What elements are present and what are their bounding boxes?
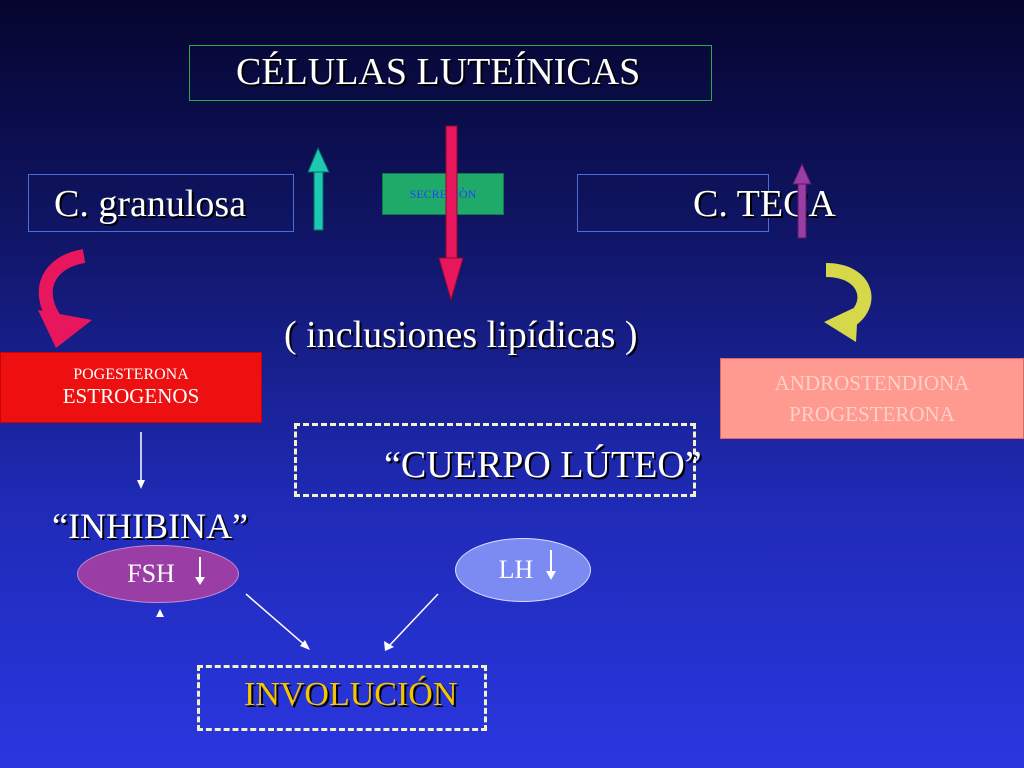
teca-label: C. TECA bbox=[693, 183, 836, 225]
estrogenos-text: ESTROGENOS bbox=[62, 384, 200, 408]
title-box bbox=[189, 45, 712, 101]
inclusiones-text: ( inclusiones lipídicas ) bbox=[284, 314, 638, 356]
estrogenos-down-arrow bbox=[137, 432, 145, 489]
purple-up-arrow bbox=[792, 162, 812, 239]
secrecion-label: SECRECIÒN bbox=[382, 173, 504, 215]
secrecion-down-arrow bbox=[438, 125, 464, 302]
granulosa-label: C. granulosa bbox=[54, 183, 247, 225]
fsh-down-arrow bbox=[195, 557, 205, 585]
teca-products-box: ANDROSTENDIONA PROGESTERONA bbox=[720, 358, 1024, 439]
granulosa-box bbox=[28, 174, 294, 232]
lh-to-involucion-arrow bbox=[384, 593, 439, 651]
teal-up-arrow bbox=[307, 146, 330, 231]
involucion-text: INVOLUCIÓN bbox=[244, 676, 458, 713]
fsh-to-involucion-arrow bbox=[245, 593, 310, 650]
progesterona-text: POGESTERONA bbox=[73, 366, 189, 383]
granulosa-products-box: POGESTERONA ESTROGENOS bbox=[0, 352, 262, 423]
fsh-small-up-arrow bbox=[156, 609, 164, 617]
lh-ellipse: LH bbox=[455, 538, 591, 602]
granulosa-curved-arrow bbox=[38, 249, 92, 348]
diagram-title: CÉLULAS LUTEÍNICAS bbox=[236, 51, 641, 93]
lh-label: LH bbox=[498, 555, 534, 584]
lh-down-arrow bbox=[546, 550, 556, 580]
inhibina-text: “INHIBINA” bbox=[52, 506, 248, 546]
progesterona-teca-text: PROGESTERONA bbox=[789, 401, 955, 426]
cuerpo-luteo-box bbox=[294, 423, 696, 497]
androstendiona-text: ANDROSTENDIONA bbox=[774, 371, 970, 396]
involucion-box bbox=[197, 665, 487, 731]
teca-curved-arrow bbox=[824, 263, 872, 342]
teca-box bbox=[577, 174, 769, 232]
fsh-label: FSH bbox=[127, 559, 175, 588]
cuerpo-luteo-text: “CUERPO LÚTEO” bbox=[384, 444, 702, 486]
fsh-ellipse: FSH bbox=[77, 545, 239, 603]
